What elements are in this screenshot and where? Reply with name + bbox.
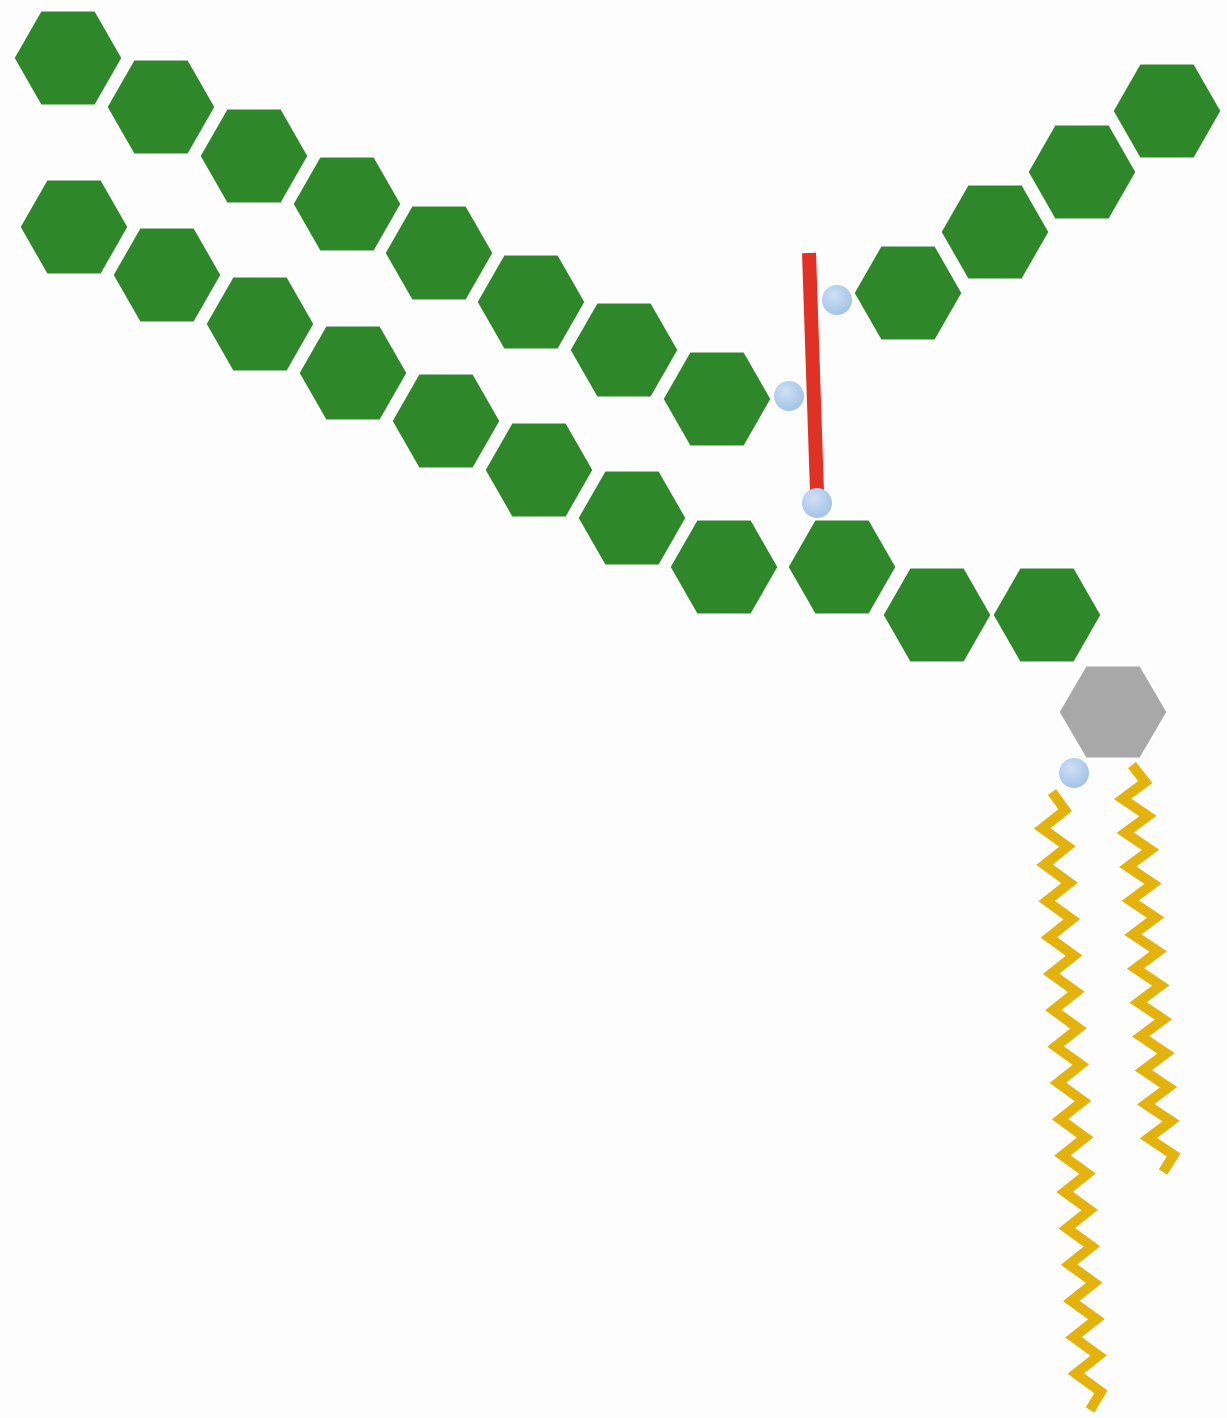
lower-hexagon-5 (389, 371, 503, 471)
tails-group (1033, 761, 1181, 1413)
blue-linkage-node-1 (822, 285, 852, 315)
lower-hexagon-8 (667, 517, 781, 617)
upper-hexagon-7 (567, 300, 681, 400)
crosslink-group (802, 252, 824, 493)
lower-hexagon-1 (17, 177, 131, 277)
lower-hexagon-7 (575, 468, 689, 568)
upper-hexagon-2 (104, 57, 218, 157)
branch-hexagon-2 (938, 182, 1052, 282)
lower-hexagon-6 (482, 420, 596, 520)
blue-linkage-node-3 (802, 488, 832, 518)
upper-hexagon-3 (197, 106, 311, 206)
upper-hexagon-5 (382, 203, 496, 303)
branch-hexagon-4 (1110, 61, 1224, 161)
upper-hexagon-8 (660, 349, 774, 449)
branch-hexagon-1 (851, 243, 965, 343)
lower-hexagon-2 (110, 225, 224, 325)
lower-hexagon-9 (785, 517, 899, 617)
lower-hexagon-3 (203, 274, 317, 374)
blue-linkage-node-4 (1059, 758, 1089, 788)
upper-hexagon-4 (290, 154, 404, 254)
upper-hexagon-chain (11, 8, 774, 449)
linkage-nodes-group (774, 285, 1089, 788)
gray-core-hexagon (1056, 663, 1170, 761)
gray-core-group (1056, 663, 1170, 761)
lower-hexagon-4 (296, 323, 410, 423)
yellow-zigzag-tail-1 (1033, 789, 1108, 1413)
yellow-zigzag-tail-2 (1113, 761, 1181, 1175)
upper-hexagon-6 (474, 252, 588, 352)
red-crosslink-bar (802, 252, 824, 493)
lower-hexagon-11 (990, 565, 1104, 665)
lower-hexagon-chain (17, 177, 1104, 665)
right-branch-hexagon-chain (851, 61, 1224, 343)
branch-hexagon-3 (1025, 122, 1139, 222)
upper-hexagon-1 (11, 8, 125, 108)
lower-hexagon-10 (880, 565, 994, 665)
blue-linkage-node-2 (774, 381, 804, 411)
